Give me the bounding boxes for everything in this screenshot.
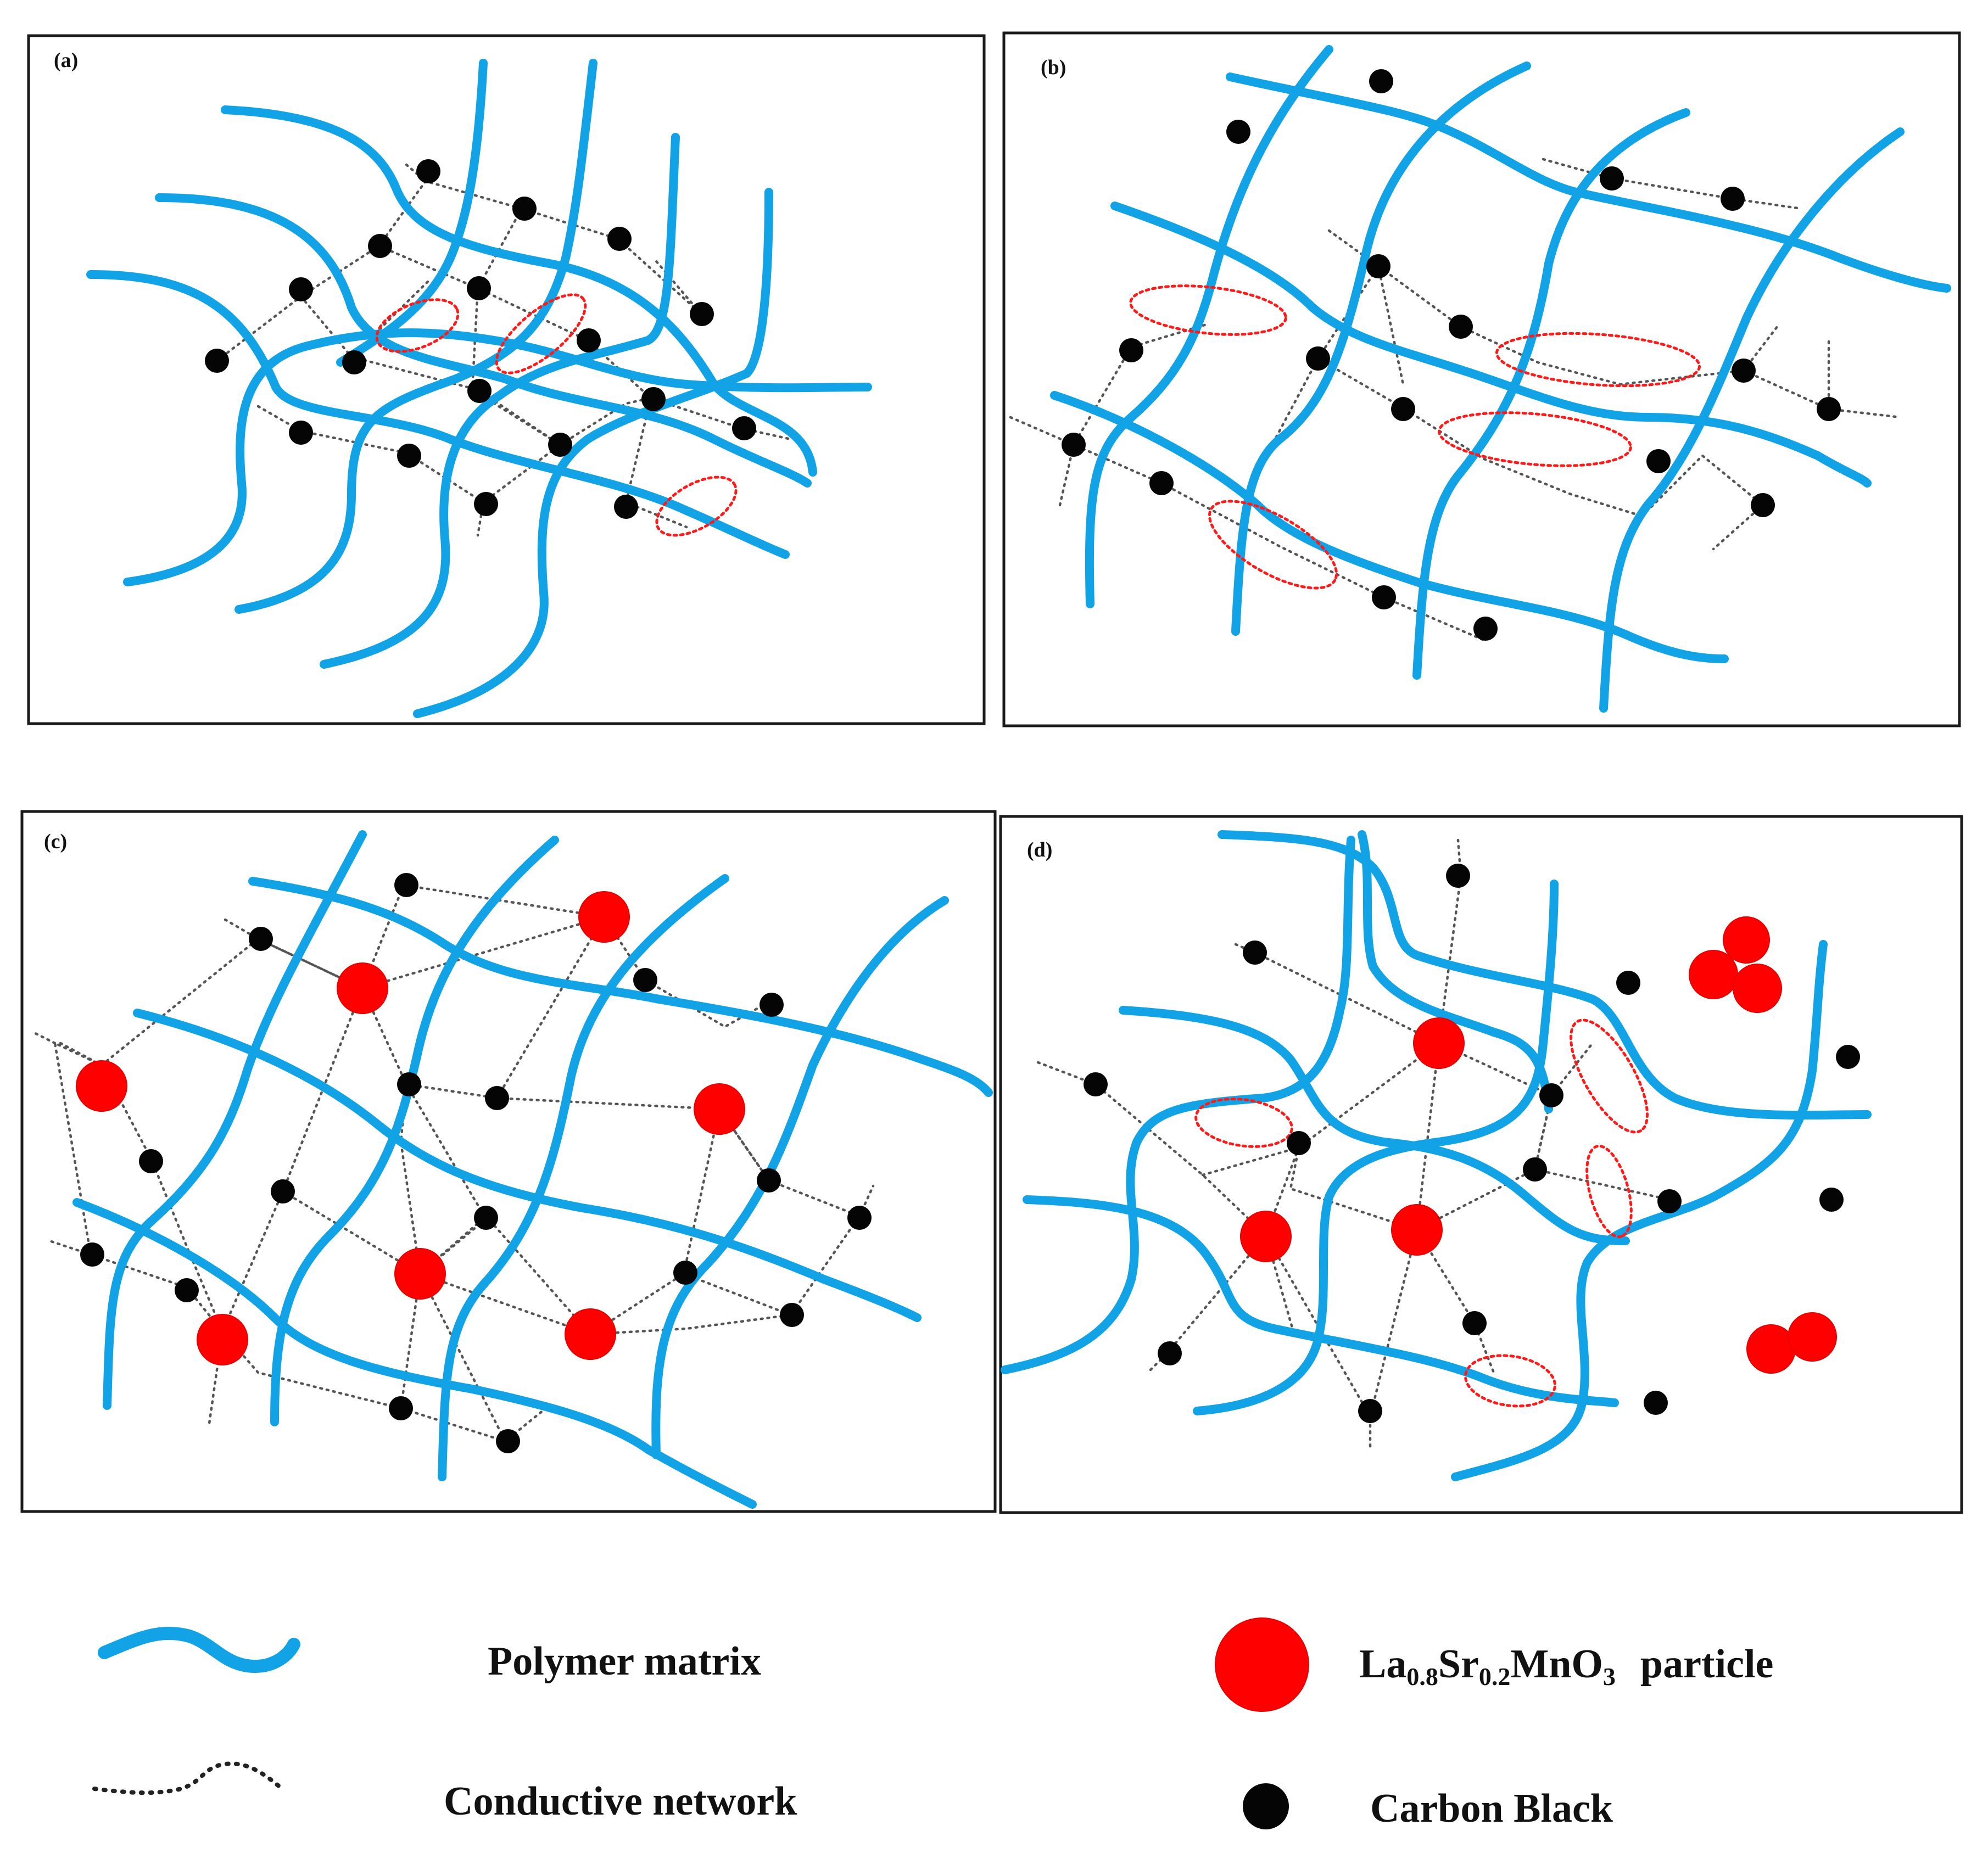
conductive-network-swatch <box>92 1761 282 1795</box>
legend-conductive-network: Conductive network <box>92 1761 797 1824</box>
polymer-matrix-swatch <box>98 1626 300 1673</box>
panel-d: (d) <box>999 815 1963 1514</box>
panel-a: (a) <box>27 34 986 725</box>
carbon-black-label: Carbon Black <box>1370 1786 1613 1831</box>
legend: Polymer matrix Conductive network La0.8S… <box>92 1617 1773 1831</box>
panel-c: (c) <box>20 810 997 1513</box>
panel-d-network <box>1036 838 1671 1451</box>
panel-c-carbon-black <box>80 873 872 1453</box>
conductive-network-label: Conductive network <box>444 1779 797 1824</box>
panel-b-carbon-black <box>1062 69 1841 641</box>
panel-b-label: (b) <box>1041 56 1066 79</box>
panel-a-conduction-gaps <box>375 293 738 537</box>
panel-d-conduction-gaps <box>1194 1018 1649 1408</box>
panel-d-lsmo-particles <box>1240 1017 1465 1262</box>
carbon-black-swatch <box>1243 1783 1289 1829</box>
legend-polymer-matrix: Polymer matrix <box>98 1626 761 1684</box>
panel-d-label: (d) <box>1027 838 1052 861</box>
panel-b-conduction-gaps <box>1129 284 1701 590</box>
panel-b: (b) <box>1002 31 1961 727</box>
panel-b-polymer-matrix <box>1050 45 1951 713</box>
panel-d-carbon-black <box>1084 864 1860 1423</box>
panel-c-lsmo-particles <box>76 891 745 1365</box>
polymer-matrix-label: Polymer matrix <box>488 1639 761 1684</box>
panel-d-lsmo-agglomerates <box>1689 916 1837 1374</box>
panel-c-label: (c) <box>44 830 67 853</box>
legend-carbon-black: Carbon Black <box>1243 1783 1613 1831</box>
panel-c-frame <box>20 810 997 1513</box>
panel-a-polymer-matrix <box>86 59 872 718</box>
panel-d-polymer-matrix <box>1001 830 1872 1481</box>
lsmo-particle-swatch <box>1215 1617 1309 1712</box>
panel-a-carbon-black <box>205 159 756 519</box>
panel-a-label: (a) <box>54 49 78 72</box>
